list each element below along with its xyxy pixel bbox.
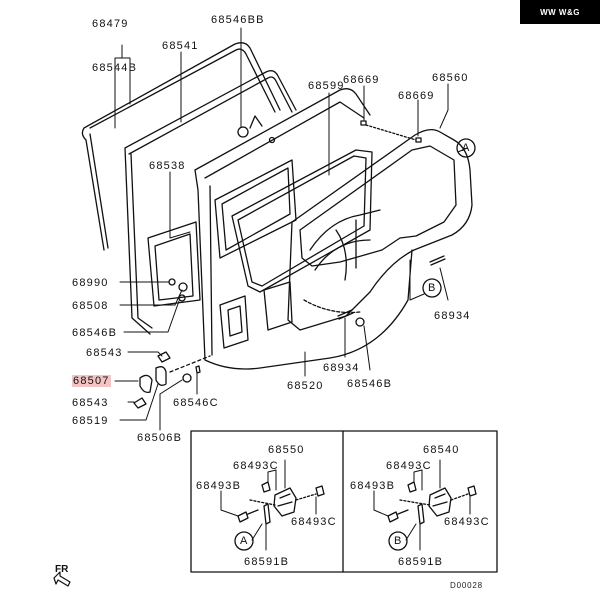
trim-panel-68538: [147, 221, 201, 307]
grommet-68546bb: [237, 126, 249, 138]
label-68538: 68538: [149, 160, 186, 172]
callout-circle-b-detail: [388, 531, 408, 551]
label-68493c-b-top: 68493C: [386, 460, 432, 472]
part-68543-top: [157, 351, 171, 363]
label-68599: 68599: [308, 80, 345, 92]
outer-frame-68560: [287, 128, 473, 331]
door-shell-68520: [194, 88, 413, 370]
label-68934-right: 68934: [434, 310, 471, 322]
hinge-68540: [387, 481, 477, 525]
label-68508: 68508: [72, 300, 109, 312]
label-68540: 68540: [423, 444, 460, 456]
label-68669-b: 68669: [398, 90, 435, 102]
watermark-badge: WW W&G: [520, 0, 600, 24]
label-68543-bottom: 68543: [72, 397, 109, 409]
weatherstrip-68479: [81, 42, 281, 251]
fr-label: FR: [55, 564, 69, 575]
label-68544b: 68544B: [92, 62, 138, 74]
callout-b-main: B: [428, 282, 436, 294]
part-68546b-left: [178, 294, 186, 302]
strip-68934-mid: [337, 309, 354, 320]
label-68546bb: 68546BB: [211, 14, 265, 26]
label-68493c-a-right: 68493C: [291, 516, 337, 528]
label-68546c: 68546C: [173, 397, 219, 409]
part-68519: [155, 366, 167, 386]
glass-seal-68541: [124, 70, 297, 335]
part-68990: [168, 278, 176, 286]
part-68508: [178, 282, 188, 292]
callout-a-main: A: [462, 142, 470, 154]
part-68506b: [182, 373, 192, 383]
label-68546b-left: 68546B: [72, 327, 118, 339]
label-68520: 68520: [287, 380, 324, 392]
diagram-code: D00028: [450, 581, 483, 590]
strip-68934-right: [429, 255, 446, 266]
callout-b-detail: B: [394, 535, 402, 547]
label-68543-top: 68543: [86, 347, 123, 359]
hinge-68550: [237, 481, 325, 525]
callout-circle-a-detail: [234, 531, 254, 551]
label-68519: 68519: [72, 415, 109, 427]
label-68479: 68479: [92, 18, 129, 30]
label-68934-mid: 68934: [323, 362, 360, 374]
label-68560: 68560: [432, 72, 469, 84]
part-68546c: [195, 365, 201, 374]
label-68591b-b: 68591B: [398, 556, 444, 568]
label-68990: 68990: [72, 277, 109, 289]
part-68507: [139, 374, 153, 394]
callout-circle-b-main: [422, 278, 442, 298]
part-68543-bottom: [133, 397, 147, 409]
label-68550: 68550: [268, 444, 305, 456]
callout-a-detail: A: [240, 535, 248, 547]
label-68541: 68541: [162, 40, 199, 52]
label-68493c-a-top: 68493C: [233, 460, 279, 472]
fr-arrow-icon: [53, 571, 71, 587]
detail-frame: [190, 430, 498, 573]
label-68546b-mid: 68546B: [347, 378, 393, 390]
callout-circle-a-main: [456, 138, 476, 158]
label-68493c-b-right: 68493C: [444, 516, 490, 528]
label-68493b-a: 68493B: [196, 480, 242, 492]
grommet-68546b-mid: [355, 317, 365, 327]
label-68507-highlighted: 68507: [72, 375, 111, 387]
label-68506b: 68506B: [137, 432, 183, 444]
label-68669-a: 68669: [343, 74, 380, 86]
label-68493b-b: 68493B: [350, 480, 396, 492]
label-68591b-a: 68591B: [244, 556, 290, 568]
glass-frame-68599: [231, 149, 373, 293]
